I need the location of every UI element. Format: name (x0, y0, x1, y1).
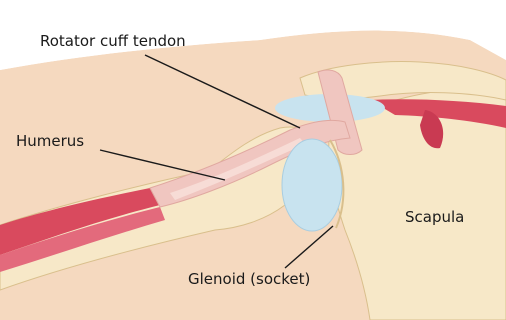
label-scapula: Scapula (405, 210, 464, 225)
glenoid-cartilage (282, 139, 342, 231)
label-glenoid: Glenoid (socket) (188, 272, 310, 287)
label-humerus: Humerus (16, 134, 84, 149)
label-rotator-cuff-tendon: Rotator cuff tendon (40, 34, 186, 49)
